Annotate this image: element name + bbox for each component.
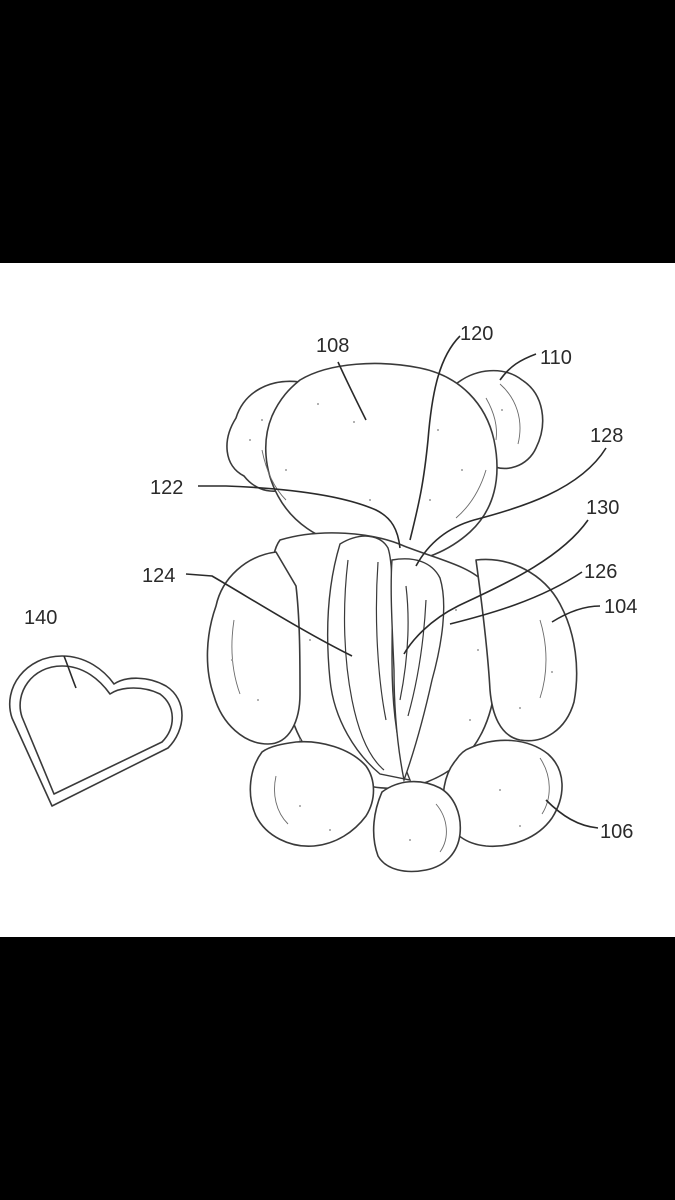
ref-numeral-106: 106 — [600, 821, 633, 843]
ref-numeral-108: 108 — [316, 335, 349, 357]
ref-numeral-120: 120 — [460, 323, 493, 345]
patent-figure-panel: 108 120 110 128 122 130 124 126 104 140 … — [0, 263, 675, 937]
bear-left-leg — [249, 740, 375, 847]
bottom-black-band — [0, 937, 675, 1200]
bear-right-arm — [475, 558, 578, 742]
bear-right-leg — [442, 739, 563, 848]
ref-numeral-104: 104 — [604, 596, 637, 618]
ref-numeral-128: 128 — [590, 425, 623, 447]
ref-numeral-130: 130 — [586, 497, 619, 519]
bear-pocket-flaps — [327, 535, 445, 783]
reference-leaders — [63, 335, 607, 829]
ref-numeral-110: 110 — [540, 347, 572, 369]
bear-left-arm — [206, 551, 301, 745]
bear-head — [261, 362, 498, 563]
heart-accessory — [8, 655, 183, 807]
fur-stipple — [231, 403, 553, 841]
ref-numeral-122: 122 — [150, 477, 183, 499]
bear-bottom-tuft — [372, 780, 462, 873]
ref-numeral-126: 126 — [584, 561, 617, 583]
ref-numeral-124: 124 — [142, 565, 175, 587]
ref-numeral-140: 140 — [24, 607, 57, 629]
bear-drawing: 108 120 110 128 122 130 124 126 104 140 … — [8, 323, 637, 873]
top-black-band — [0, 0, 675, 263]
